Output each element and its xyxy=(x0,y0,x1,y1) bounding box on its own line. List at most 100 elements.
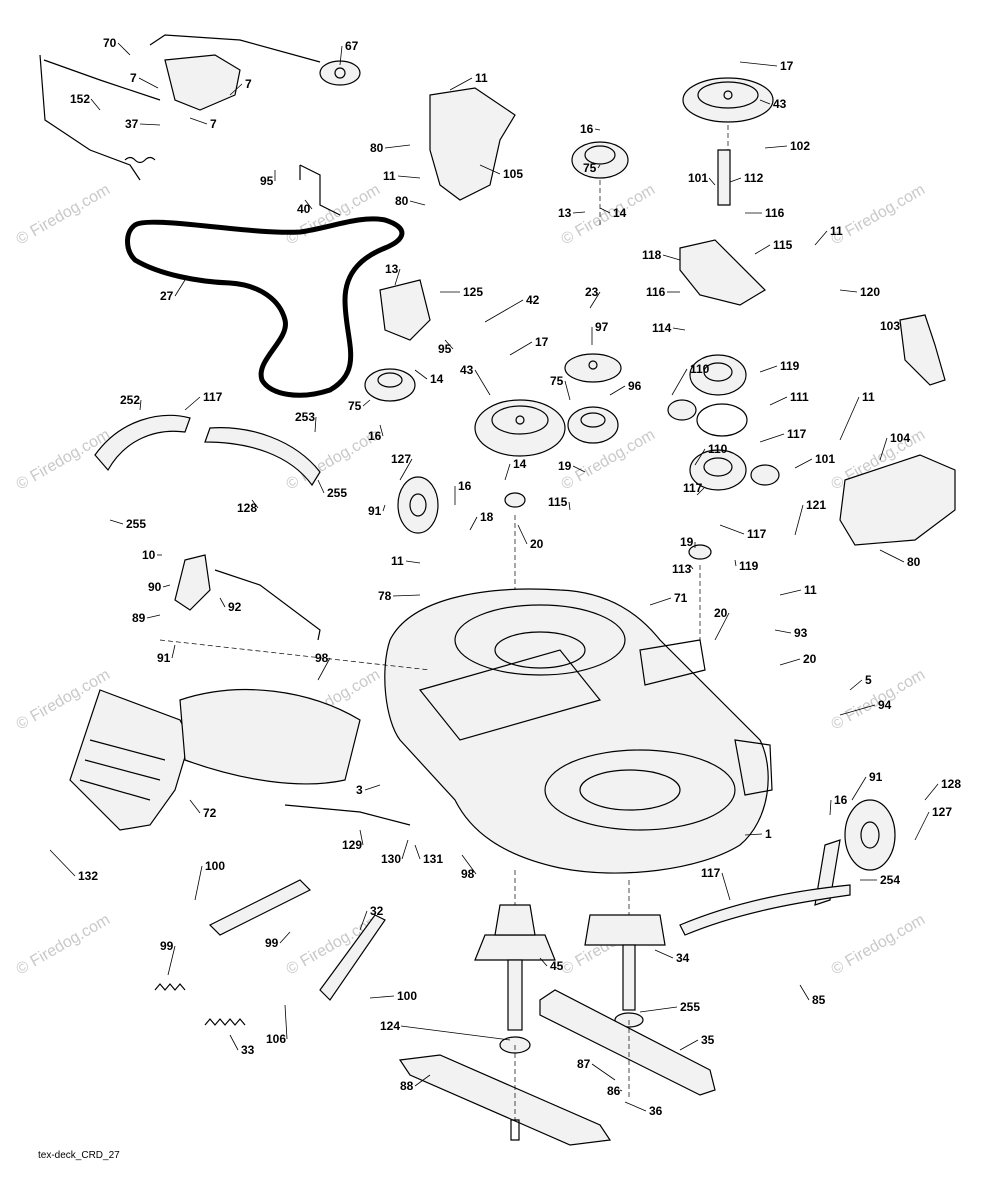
callout-leader-line xyxy=(879,549,905,563)
callout-leader-line xyxy=(759,433,785,443)
callout-leader-line xyxy=(671,368,688,396)
callout-leader-line xyxy=(414,1074,431,1087)
callout-number: 127 xyxy=(391,452,411,466)
callout-71: 71 xyxy=(649,591,688,606)
callout-leader-line xyxy=(794,504,804,536)
callout-14: 14 xyxy=(599,206,627,220)
cover-104-drawing xyxy=(839,454,956,546)
callout-number: 11 xyxy=(383,169,396,183)
callout-leader-line xyxy=(146,614,161,619)
callout-number: 102 xyxy=(790,139,810,153)
callout-number: 80 xyxy=(907,555,921,569)
callout-leader-line xyxy=(171,644,176,659)
baffle-253-drawing xyxy=(204,427,321,487)
callout-leader-line xyxy=(184,396,201,411)
callout-number: 71 xyxy=(674,591,688,605)
callout-115: 115 xyxy=(754,238,793,255)
bearing-19b-drawing xyxy=(688,544,712,560)
callout-37: 37 xyxy=(125,117,161,131)
callout-number: 255 xyxy=(680,1000,700,1014)
callout-leader-line xyxy=(189,117,208,125)
arm-99-right-drawing xyxy=(319,914,386,1001)
callout-leader-line xyxy=(714,612,730,641)
callout-number: 98 xyxy=(461,867,475,881)
diagram-footer-code: tex-deck_CRD_27 xyxy=(38,1150,120,1161)
bracket-89-drawing xyxy=(174,554,211,611)
callout-128: 128 xyxy=(924,777,961,801)
watermark-text: © Firedog.com xyxy=(559,181,659,248)
callout-125: 125 xyxy=(440,285,483,299)
callout-11: 11 xyxy=(839,390,875,441)
callout-91: 91 xyxy=(368,504,386,518)
callout-leader-line xyxy=(679,1039,699,1051)
callout-leader-line xyxy=(619,1089,623,1092)
callout-11: 11 xyxy=(383,169,421,183)
callout-number: 94 xyxy=(878,698,892,712)
callout-67: 67 xyxy=(339,39,359,66)
callout-16: 16 xyxy=(368,424,384,443)
callout-17: 17 xyxy=(739,59,794,73)
callout-95: 95 xyxy=(438,339,454,356)
callout-leader-line xyxy=(279,931,291,944)
callout-number: 115 xyxy=(548,495,568,509)
callout-number: 13 xyxy=(385,262,399,276)
callout-number: 34 xyxy=(676,951,690,965)
callout-90: 90 xyxy=(148,580,171,594)
callout-leader-line xyxy=(414,844,421,860)
callout-118: 118 xyxy=(642,248,681,262)
callout-116: 116 xyxy=(646,285,680,299)
callout-43: 43 xyxy=(460,363,491,396)
callout-leader-line xyxy=(474,369,491,396)
callout-113: 113 xyxy=(672,562,694,576)
callout-252: 252 xyxy=(120,393,142,411)
callout-number: 95 xyxy=(438,342,452,356)
callout-number: 99 xyxy=(265,936,279,950)
callout-leader-line xyxy=(364,784,381,791)
callout-117: 117 xyxy=(184,390,223,411)
callout-number: 16 xyxy=(368,429,382,443)
callout-96: 96 xyxy=(609,379,642,396)
callout-number: 3 xyxy=(356,783,363,797)
callout-number: 40 xyxy=(297,202,311,216)
callout-number: 254 xyxy=(880,873,900,887)
callout-leader-line xyxy=(572,465,586,473)
callout-leader-line xyxy=(839,704,876,716)
callout-254: 254 xyxy=(860,873,900,887)
callout-leader-line xyxy=(397,175,421,179)
callout-leader-line xyxy=(379,424,384,437)
callout-leader-line xyxy=(394,268,401,286)
idler-pulley-75-center-drawing xyxy=(567,406,619,444)
bracket-125-drawing xyxy=(379,279,431,341)
callout-number: 75 xyxy=(583,161,597,175)
callout-89: 89 xyxy=(132,611,161,625)
callout-110: 110 xyxy=(694,442,728,466)
callout-87: 87 xyxy=(577,1057,616,1081)
callout-number: 121 xyxy=(806,498,826,512)
callout-leader-line xyxy=(509,341,533,356)
callout-leader-line xyxy=(721,872,731,901)
callout-number: 14 xyxy=(430,372,444,386)
callout-number: 43 xyxy=(460,363,474,377)
callout-13: 13 xyxy=(385,262,401,286)
callout-leader-line xyxy=(359,829,364,846)
callout-number: 87 xyxy=(577,1057,591,1071)
pulley-43-middle-drawing xyxy=(474,399,566,457)
callout-111: 111 xyxy=(769,390,809,406)
callout-80: 80 xyxy=(370,141,411,155)
callout-number: 128 xyxy=(941,777,961,791)
callout-leader-line xyxy=(369,995,395,999)
spring-32-drawing xyxy=(154,983,186,991)
callout-92: 92 xyxy=(219,597,242,614)
callout-number: 16 xyxy=(580,122,594,136)
callout-16: 16 xyxy=(829,793,848,816)
callout-1: 1 xyxy=(744,827,772,841)
callout-leader-line xyxy=(851,776,867,801)
callout-leader-line xyxy=(764,145,788,149)
callout-number: 116 xyxy=(646,285,666,299)
callout-leader-line xyxy=(769,396,788,406)
callout-number: 98 xyxy=(315,651,329,665)
callout-leader-line xyxy=(568,501,571,511)
callout-number: 78 xyxy=(378,589,392,603)
